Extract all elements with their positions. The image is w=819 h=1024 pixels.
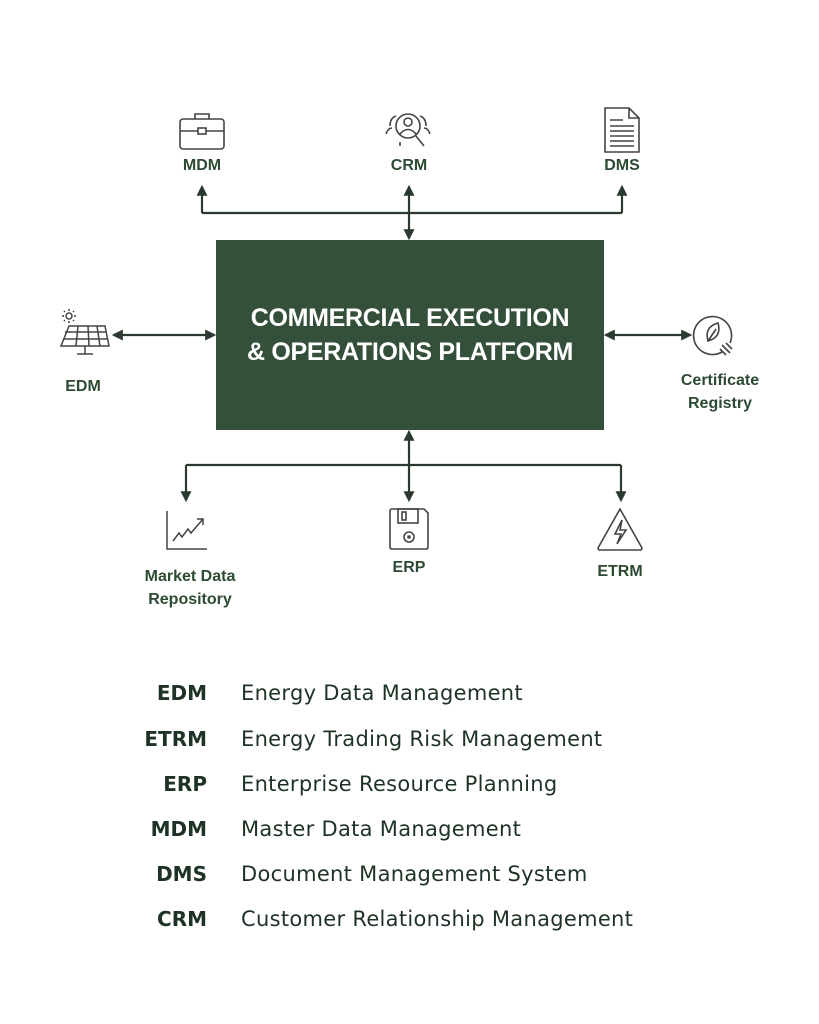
legend-desc: Energy Data Management (241, 681, 523, 705)
node-label: ERP (392, 559, 426, 576)
node-label: Repository (148, 591, 232, 608)
node-edm: EDM (65, 375, 101, 398)
node-label: Registry (687, 395, 753, 412)
legend-desc: Energy Trading Risk Management (241, 727, 603, 751)
node-crm: CRM (391, 154, 427, 177)
legend-row: ETRM Energy Trading Risk Management (0, 727, 819, 757)
legend-abbr: EDM (156, 681, 207, 705)
legend-row: ERP Enterprise Resource Planning (0, 772, 819, 802)
node-erp: ERP (393, 556, 426, 579)
legend-desc: Document Management System (241, 862, 588, 886)
node-label: CRM (390, 157, 428, 174)
node-label: EDM (65, 378, 101, 395)
legend-row: DMS Document Management System (0, 862, 819, 892)
user-search-icon (385, 113, 431, 147)
legend-abbr: ERP (163, 772, 207, 796)
legend-row: EDM Energy Data Management (0, 681, 819, 711)
node-label: MDM (182, 157, 222, 174)
document-icon (604, 107, 640, 153)
legend-abbr: MDM (150, 817, 207, 841)
node-dms: DMS (604, 154, 640, 177)
high-voltage-icon (597, 507, 643, 551)
node-label: Market Data (144, 568, 236, 585)
node-mdm: MDM (183, 154, 221, 177)
legend-desc: Customer Relationship Management (241, 907, 634, 931)
legend-row: MDM Master Data Management (0, 817, 819, 847)
node-etrm: ETRM (597, 560, 642, 583)
node-label: DMS (604, 157, 640, 174)
solar-panel-icon (59, 309, 110, 355)
platform-box: COMMERCIAL EXECUTION & OPERATIONS PLATFOR… (216, 240, 604, 430)
platform-title-line1: COMMERCIAL EXECUTION (250, 304, 570, 332)
leaf-plug-icon (692, 315, 733, 356)
legend-abbr: CRM (157, 907, 207, 931)
node-label: ETRM (597, 563, 643, 580)
briefcase-icon (179, 113, 225, 150)
legend-row: CRM Customer Relationship Management (0, 907, 819, 937)
legend-abbr: ETRM (144, 727, 207, 751)
legend-desc: Master Data Management (241, 817, 522, 841)
floppy-disk-icon (389, 508, 429, 550)
node-label: Certificate (680, 372, 760, 389)
legend-desc: Enterprise Resource Planning (241, 772, 558, 796)
legend-abbr: DMS (156, 862, 207, 886)
platform-title-line2: & OPERATIONS PLATFORM (246, 338, 574, 366)
trend-chart-icon (166, 511, 207, 550)
